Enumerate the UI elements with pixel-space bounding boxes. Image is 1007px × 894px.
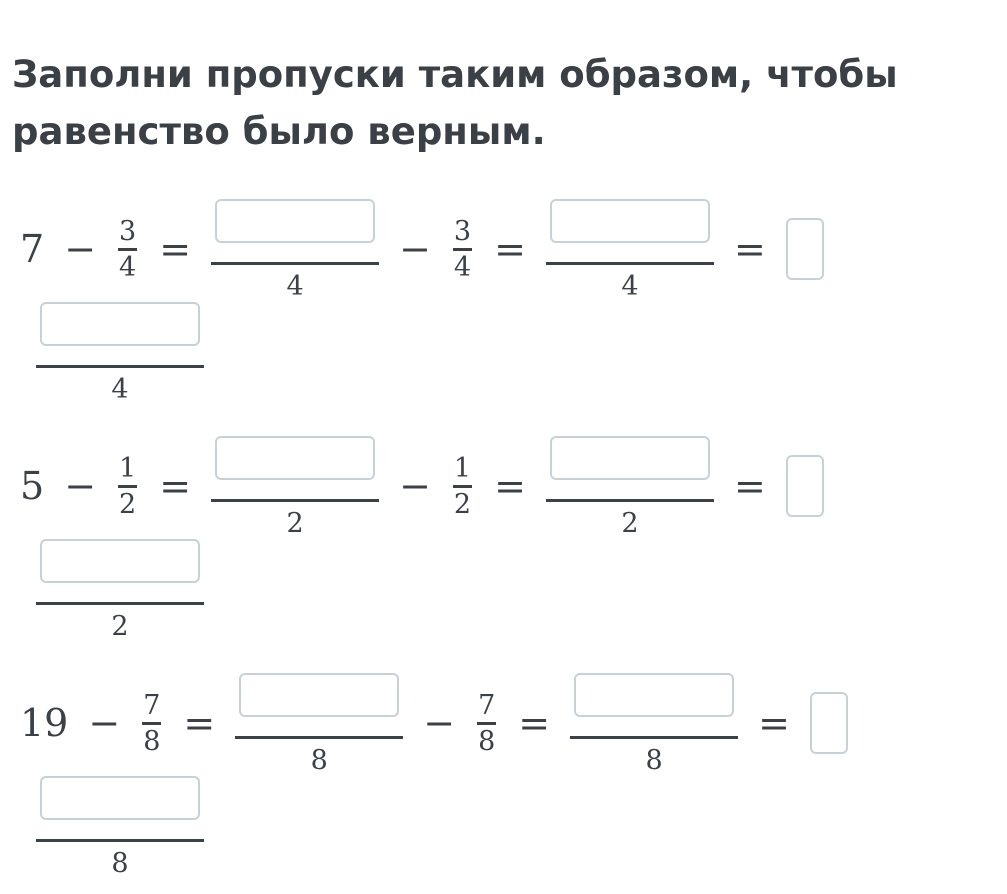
fraction-bar [545, 498, 714, 502]
denominator: 4 [621, 270, 639, 302]
denominator: 4 [119, 251, 137, 283]
numerator: 7 [477, 692, 497, 725]
numerator: 3 [118, 218, 138, 251]
denominator: 8 [111, 848, 129, 879]
equals-sign: = [494, 464, 526, 508]
equation-continuation: 2 [36, 539, 204, 640]
numerator-input-1[interactable] [239, 672, 400, 717]
whole-part-input[interactable] [785, 455, 824, 517]
equals-sign: = [159, 227, 192, 271]
whole-part-input[interactable] [809, 692, 848, 754]
denominator: 4 [111, 374, 129, 405]
whole-part-input[interactable] [785, 218, 824, 280]
numerator: 1 [452, 455, 473, 488]
equation-continuation: 8 [36, 776, 204, 877]
denominator: 4 [453, 251, 472, 283]
denominator: 8 [478, 725, 496, 757]
answer-fraction-1: 8 [235, 672, 404, 776]
answer-fraction-3: 2 [36, 539, 204, 640]
numerator: 3 [452, 218, 473, 251]
fraction-bar [545, 261, 714, 265]
equals-sign: = [518, 701, 551, 745]
fraction-bar [570, 735, 739, 739]
equals-sign: = [183, 701, 216, 745]
denominator: 2 [621, 507, 639, 539]
fraction-bar [211, 261, 380, 265]
numerator-input-3[interactable] [40, 539, 200, 583]
numerator-input-2[interactable] [549, 198, 710, 243]
numerator: 1 [118, 455, 138, 488]
answer-fraction-2: 4 [545, 198, 714, 302]
answer-fraction-3: 4 [36, 302, 204, 403]
denominator: 8 [645, 744, 663, 776]
answer-fraction-2: 2 [545, 435, 714, 539]
answer-fraction-1: 4 [211, 198, 380, 302]
equals-sign: = [733, 227, 766, 271]
fraction-bar [36, 839, 204, 842]
numerator-input-2[interactable] [549, 435, 710, 480]
equals-sign: = [758, 701, 790, 745]
numerator-input-1[interactable] [215, 435, 376, 480]
minus-sign: − [399, 227, 431, 271]
answer-fraction-3: 8 [36, 776, 204, 877]
answer-fraction-1: 2 [211, 435, 380, 539]
minus-sign: − [399, 464, 431, 508]
minus-sign: − [64, 464, 97, 508]
numerator: 7 [142, 692, 162, 725]
whole-number: 7 [20, 227, 45, 271]
numerator-input-2[interactable] [574, 672, 735, 717]
task-title: Заполни пропуски таким образом, чтобы ра… [12, 53, 898, 153]
fraction-bar [211, 498, 380, 502]
fraction-bar [36, 365, 204, 368]
whole-number: 19 [20, 701, 69, 745]
denominator: 2 [286, 507, 304, 539]
denominator: 8 [310, 744, 328, 776]
equation-continuation: 4 [36, 302, 204, 403]
equals-sign: = [733, 464, 766, 508]
denominator: 2 [119, 488, 137, 520]
minus-sign: − [88, 701, 121, 745]
denominator: 2 [453, 488, 472, 520]
fraction-bar [36, 602, 204, 605]
numerator-input-3[interactable] [40, 776, 200, 820]
equals-sign: = [494, 227, 526, 271]
minus-sign: − [423, 701, 456, 745]
fraction-bar [235, 735, 404, 739]
denominator: 8 [143, 725, 161, 757]
equals-sign: = [159, 464, 192, 508]
numerator-input-3[interactable] [40, 302, 200, 346]
denominator: 4 [286, 270, 304, 302]
answer-fraction-2: 8 [570, 672, 739, 776]
minus-sign: − [64, 227, 97, 271]
whole-number: 5 [20, 464, 45, 508]
numerator-input-1[interactable] [215, 198, 376, 243]
denominator: 2 [111, 611, 129, 642]
